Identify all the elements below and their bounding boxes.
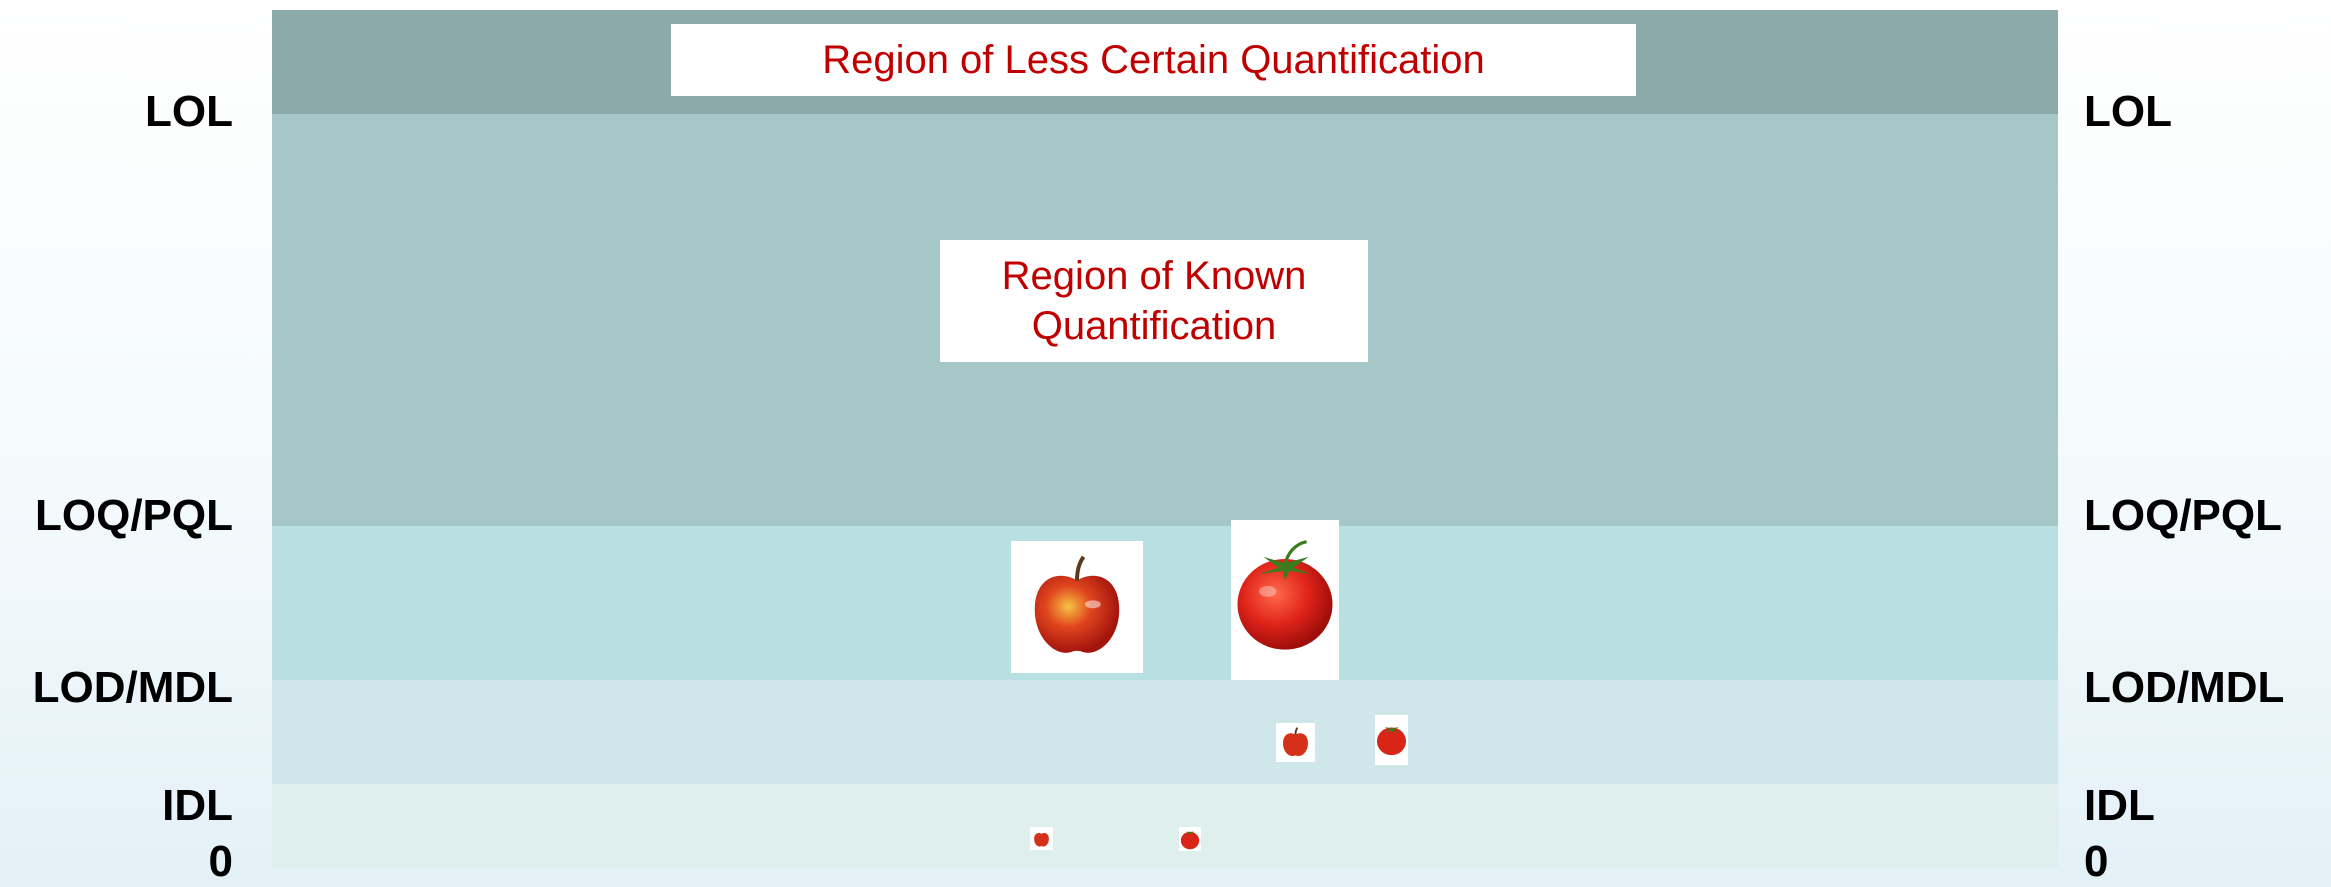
right-label-zero: 0: [2084, 837, 2109, 886]
known-text-line1: Region of Known: [1001, 254, 1307, 298]
right-label-loq: LOQ/PQL: [2084, 491, 2282, 540]
tomato-icon: [1231, 520, 1339, 680]
left-label-lol: LOL: [145, 87, 233, 136]
less-certain-region-label: Region of Less Certain Quantification: [671, 24, 1636, 96]
tomato-icon: [1179, 827, 1201, 851]
idl-band: [272, 784, 2058, 868]
known-region-label: Region of Known Quantification: [940, 240, 1368, 362]
right-label-lod: LOD/MDL: [2084, 663, 2285, 712]
known-text-line2: Quantification: [1031, 304, 1277, 348]
loq-band: [272, 526, 2058, 680]
right-label-idl: IDL: [2084, 781, 2155, 830]
lod-band: [272, 680, 2058, 784]
apple-icon: [1276, 723, 1315, 762]
tomato-icon: [1375, 715, 1408, 765]
right-label-lol: LOL: [2084, 87, 2172, 136]
apple-icon: [1011, 541, 1143, 673]
left-label-lod: LOD/MDL: [32, 663, 233, 712]
left-label-idl: IDL: [162, 781, 233, 830]
less-certain-text: Region of Less Certain Quantification: [822, 38, 1485, 82]
left-label-zero: 0: [208, 837, 233, 886]
left-label-loq: LOQ/PQL: [35, 491, 233, 540]
apple-icon: [1030, 827, 1053, 850]
